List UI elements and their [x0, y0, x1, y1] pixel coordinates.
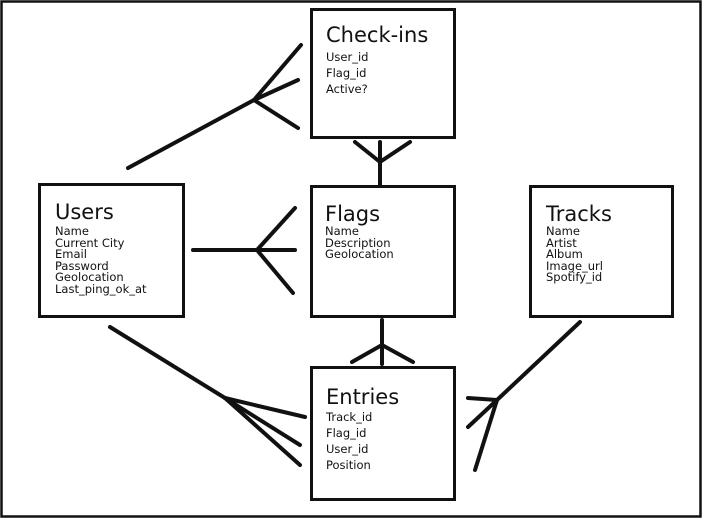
field-user-id: User_id — [326, 442, 369, 456]
entity-users: Users Name Current City Email Password G… — [38, 183, 185, 318]
entity-entries-title: Entries — [326, 385, 400, 409]
entity-flags-title: Flags — [325, 202, 381, 226]
field-active: Active? — [326, 82, 368, 96]
relation-flags-checkins — [353, 140, 412, 187]
entity-checkins: Check-ins User_id Flag_id Active? — [310, 8, 456, 139]
relation-tracks-entries — [466, 320, 582, 472]
entity-checkins-title: Check-ins — [326, 23, 429, 47]
entity-tracks: Tracks Name Artist Album Image_url Spoti… — [529, 185, 674, 318]
entity-entries-fields: Track_id Flag_id User_id Position — [326, 409, 372, 473]
entity-users-title: Users — [55, 200, 114, 224]
entity-users-fields: Name Current City Email Password Geoloca… — [55, 224, 147, 296]
field-last-ping-ok-at: Last_ping_ok_at — [55, 281, 147, 296]
field-spotify-id: Spotify_id — [546, 270, 603, 284]
field-flag-id: Flag_id — [326, 66, 367, 80]
field-artist: Artist — [546, 235, 577, 250]
field-name: Name — [55, 224, 89, 238]
relation-users-checkins — [126, 43, 303, 170]
field-current-city: Current City — [55, 235, 125, 250]
field-position: Position — [326, 458, 371, 472]
field-name: Name — [325, 224, 359, 238]
field-image-url: Image_url — [546, 258, 603, 273]
entity-checkins-fields: User_id Flag_id Active? — [326, 49, 368, 97]
relation-flags-entries — [350, 318, 415, 366]
field-user-id: User_id — [326, 50, 369, 64]
entity-tracks-title: Tracks — [546, 202, 612, 226]
entity-flags-fields: Name Description Geolocation — [325, 224, 394, 261]
field-password: Password — [55, 258, 109, 273]
field-name: Name — [546, 224, 580, 238]
field-description: Description — [325, 235, 391, 250]
relation-users-entries — [108, 325, 307, 467]
field-geolocation: Geolocation — [55, 270, 124, 284]
field-album: Album — [546, 247, 583, 261]
field-email: Email — [55, 247, 87, 261]
relation-users-flags — [191, 206, 297, 295]
entity-entries: Entries Track_id Flag_id User_id Positio… — [310, 366, 456, 501]
entity-flags: Flags Name Description Geolocation — [310, 185, 456, 318]
field-track-id: Track_id — [326, 410, 373, 424]
field-flag-id: Flag_id — [326, 426, 367, 440]
field-geolocation: Geolocation — [325, 247, 394, 261]
entity-tracks-fields: Name Artist Album Image_url Spotify_id — [546, 224, 603, 284]
